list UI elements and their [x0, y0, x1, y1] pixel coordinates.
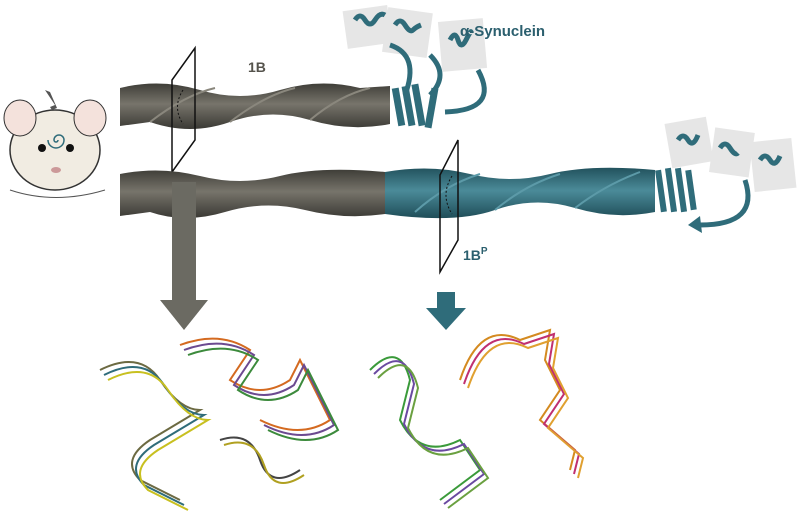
label-1bp: 1BP [463, 246, 488, 263]
arrow-down-gray [160, 182, 208, 330]
label-1b: 1B [248, 59, 266, 75]
monomer-addition-top [342, 4, 488, 129]
structure-1bp [369, 328, 585, 509]
fibril-1bp [385, 139, 697, 275]
spiral-icon [47, 134, 65, 149]
fibril-1b [120, 45, 390, 175]
structure-1b [99, 337, 340, 511]
lightning-icon [45, 90, 62, 125]
label-alpha-synuclein: α-Synuclein [460, 23, 545, 40]
arrow-down-teal [426, 292, 466, 330]
cross-section-plane [171, 45, 196, 175]
monomer-addition-bottom [664, 116, 797, 233]
cross-section-plane-1bp [439, 139, 459, 275]
mouse-illustration [3, 90, 107, 198]
fibril-1b-bottom [120, 169, 385, 218]
